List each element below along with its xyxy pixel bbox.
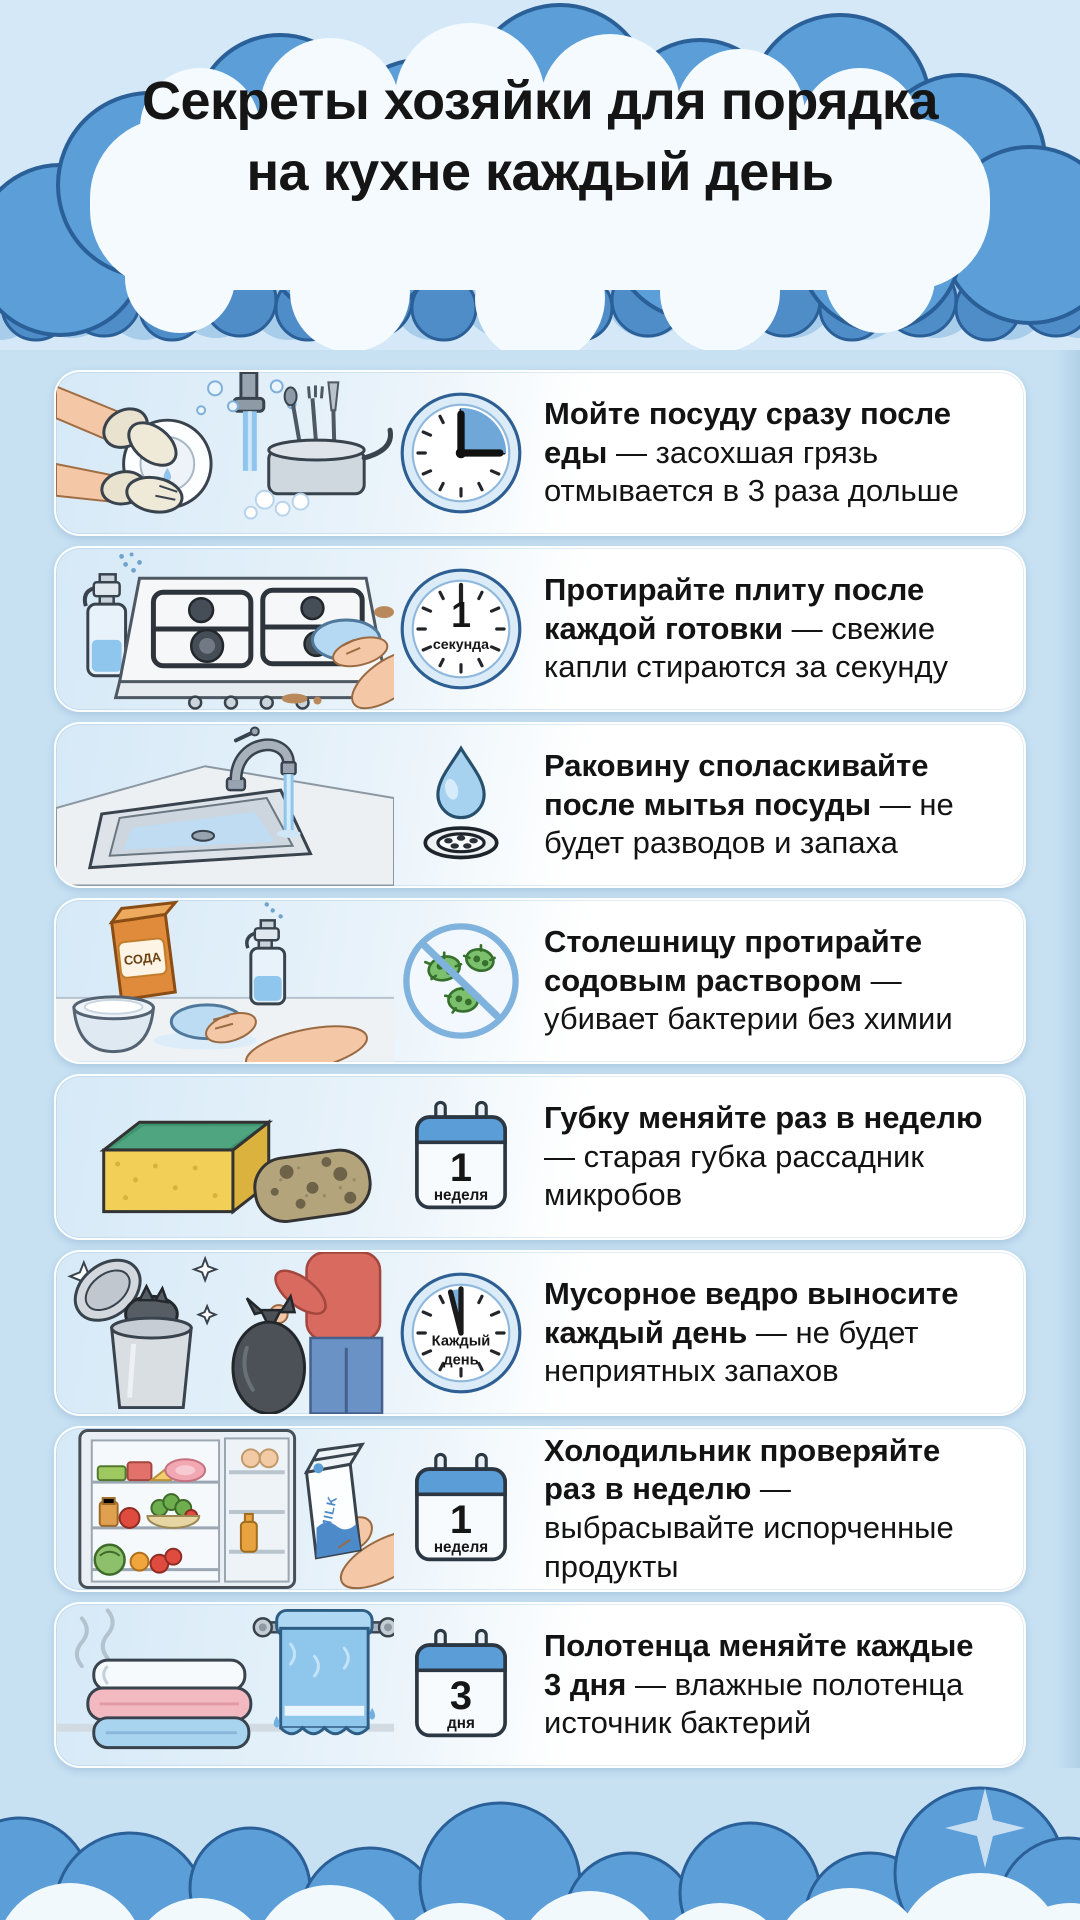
svg-text:секунда: секунда: [433, 637, 489, 653]
header: Секреты хозяйки для порядка на кухне каж…: [0, 0, 1080, 350]
calendar-week-icon: 1 неделя: [398, 1446, 524, 1572]
one-second-clock-icon: 1 секунда: [398, 566, 524, 692]
old-sponge: [253, 1148, 372, 1223]
svg-text:день: день: [443, 1353, 478, 1369]
svg-text:СОДА: СОДА: [123, 949, 162, 968]
gloved-hands: [56, 385, 184, 514]
tip-card-fridge: MILK 1 неделя Холодильник проверяйте раз…: [54, 1426, 1026, 1592]
wiping-hand: [310, 618, 394, 710]
spray-bottle: [245, 902, 287, 1006]
sink-basin: [87, 788, 313, 870]
svg-text:3: 3: [450, 1674, 472, 1718]
tip-text: Мусорное ведро выносите каждый день — не…: [544, 1275, 959, 1389]
tip-text: Раковину споласкивайте после мытья посуд…: [544, 747, 954, 861]
svg-text:1: 1: [450, 1498, 472, 1542]
no-bacteria-icon: [398, 918, 524, 1044]
pot-with-utensils: [267, 381, 393, 496]
towels-illustration: [56, 1604, 394, 1766]
garbage-bag: [231, 1293, 307, 1414]
sparkle: [945, 1788, 1025, 1868]
calendar-3-days-icon: 3 дня: [398, 1622, 524, 1748]
sink-illustration: [56, 724, 394, 886]
title-line-1: Секреты хозяйки для порядка: [142, 71, 938, 131]
towel-stack: [86, 1658, 253, 1750]
tip-card-wipe-stove: 1 секунда Протирайте плиту после каждой …: [54, 546, 1026, 712]
tip-text: Столешницу протирайте содовым раствором …: [544, 923, 953, 1037]
tip-text: Холодильник проверяйте раз в неделю — вы…: [544, 1432, 954, 1584]
svg-text:1: 1: [450, 1146, 472, 1190]
svg-text:MILK: MILK: [318, 1494, 340, 1532]
calendar-week-icon: 1 неделя: [398, 1094, 524, 1220]
water-drop-drain-icon: [398, 742, 524, 868]
title-line-2: на кухне каждый день: [246, 142, 834, 203]
footer-clouds: [0, 1786, 1080, 1920]
tips-list: Мойте посуду сразу после еды — засохшая …: [0, 350, 1080, 1768]
trash-illustration: [56, 1252, 394, 1414]
new-sponge: [99, 1119, 274, 1215]
daily-clock-icon: Каждый день: [398, 1270, 524, 1396]
stove-illustration: [56, 548, 394, 710]
trash-bin: [73, 1258, 193, 1410]
spray-bottle: [82, 552, 142, 678]
tip-card-countertop-soda: СОДА: [54, 898, 1026, 1064]
tip-text: Протирайте плиту после каждой готовки — …: [544, 571, 949, 685]
faucet: [225, 726, 297, 792]
clock-quarter-icon: [398, 390, 524, 516]
steam: [74, 1608, 115, 1669]
fridge: [78, 1428, 297, 1590]
svg-text:дня: дня: [447, 1715, 475, 1732]
wiping-hand: [153, 1003, 368, 1062]
soda-bowl: [72, 995, 156, 1054]
fridge-illustration: MILK: [56, 1428, 394, 1590]
gas-stove: [113, 576, 392, 710]
svg-text:неделя: неделя: [434, 1187, 488, 1204]
tip-card-towels: 3 дня Полотенца меняйте каждые 3 дня — в…: [54, 1602, 1026, 1768]
footer: [0, 1768, 1080, 1920]
hand-with-milk: MILK: [303, 1442, 394, 1590]
tip-card-trash: Каждый день Мусорное ведро выносите кажд…: [54, 1250, 1026, 1416]
stains: [281, 606, 394, 705]
drain-icon: [423, 826, 499, 860]
sponges-illustration: [56, 1076, 394, 1238]
page-title: Секреты хозяйки для порядка на кухне каж…: [0, 66, 1080, 209]
svg-text:1: 1: [451, 595, 471, 635]
tip-card-sponge: 1 неделя Губку меняйте раз в неделю — ст…: [54, 1074, 1026, 1240]
soda-box: СОДА: [108, 900, 179, 1002]
tip-card-rinse-sink: Раковину споласкивайте после мытья посуд…: [54, 722, 1026, 888]
tip-text: Мойте посуду сразу после еды — засохшая …: [544, 395, 959, 509]
svg-text:неделя: неделя: [434, 1539, 488, 1556]
hanging-towel: [273, 1608, 376, 1736]
faucet: [232, 372, 266, 471]
tip-card-wash-dishes: Мойте посуду сразу после еды — засохшая …: [54, 370, 1026, 536]
person: [268, 1252, 384, 1414]
milk-carton: MILK: [303, 1442, 366, 1560]
tip-text: Полотенца меняйте каждые 3 дня — влажные…: [544, 1627, 974, 1741]
header-clouds: [0, 0, 1080, 350]
tip-text: Губку меняйте раз в неделю — старая губк…: [544, 1099, 983, 1213]
countertop-illustration: СОДА: [56, 900, 394, 1062]
water-drop-icon: [436, 745, 486, 820]
dishwashing-illustration: [56, 372, 394, 534]
svg-text:Каждый: Каждый: [432, 1334, 491, 1350]
